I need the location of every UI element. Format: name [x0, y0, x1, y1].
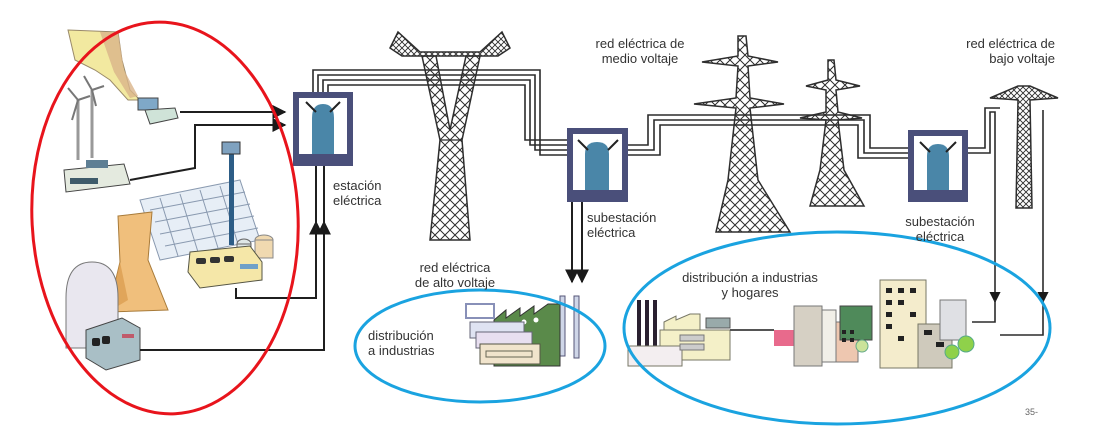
low-voltage-label-line1: red eléctrica de — [966, 36, 1055, 51]
hydro-dam-illustration — [67, 29, 179, 125]
factory-illustration — [465, 295, 580, 367]
substation-1-label-line1: subestación — [587, 210, 657, 225]
nuclear-plant-illustration — [65, 211, 169, 371]
homes-distribution-label: distribución a industrias y hogares — [670, 270, 830, 300]
substation-2-label: subestación eléctrica — [895, 214, 985, 244]
substation-1-label: subestación eléctrica — [587, 210, 656, 240]
substation-2-label-line1: subestación — [905, 214, 975, 229]
power-station-label-line1: estación — [333, 178, 382, 193]
solar-tower-illustration — [187, 141, 274, 289]
city-illustration — [627, 279, 975, 369]
high-voltage-label-line2: de alto voltaje — [414, 275, 496, 290]
power-station-label: estación eléctrica — [333, 178, 381, 208]
industry-distribution-label-line1: distribución — [368, 328, 434, 343]
generation-sources — [63, 29, 331, 371]
power-station-label-line2: eléctrica — [333, 193, 382, 208]
high-voltage-tower — [389, 30, 511, 241]
medium-voltage-tower-2 — [799, 59, 866, 207]
low-voltage-label: red eléctrica de bajo voltaje — [945, 36, 1055, 66]
low-voltage-label-line2: bajo voltaje — [989, 51, 1055, 66]
industry-highlight-ring — [353, 288, 607, 404]
homes-distribution-label-line2: y hogares — [721, 285, 779, 300]
low-voltage-lines — [968, 107, 1049, 336]
high-voltage-label: red eléctrica de alto voltaje — [400, 260, 510, 290]
medium-voltage-tower-1 — [693, 35, 792, 233]
homes-highlight-ring — [622, 230, 1052, 426]
power-station-transformer — [293, 92, 353, 230]
medium-voltage-label-line1: red eléctrica de — [595, 36, 685, 51]
medium-voltage-label-line2: medio voltaje — [601, 51, 679, 66]
industry-distribution-label-line2: a industrias — [368, 343, 435, 358]
medium-voltage-lines — [628, 114, 920, 159]
page-number: 35- — [1025, 407, 1039, 417]
substation-2-transformer — [908, 130, 968, 202]
wind-turbines-illustration — [63, 75, 131, 193]
low-voltage-tower — [989, 85, 1059, 209]
high-voltage-label-line1: red eléctrica — [419, 260, 491, 275]
substation-2-label-line2: eléctrica — [915, 229, 965, 244]
substation-1-label-line2: eléctrica — [587, 225, 636, 240]
high-voltage-lines — [312, 69, 580, 156]
medium-voltage-label: red eléctrica de medio voltaje — [580, 36, 700, 66]
generation-highlight-ring — [30, 20, 300, 416]
homes-distribution-label-line1: distribución a industrias — [682, 270, 818, 285]
generation-wiring — [129, 105, 331, 351]
industry-distribution-label: distribución a industrias — [368, 328, 434, 358]
substation-1-transformer — [565, 128, 628, 284]
